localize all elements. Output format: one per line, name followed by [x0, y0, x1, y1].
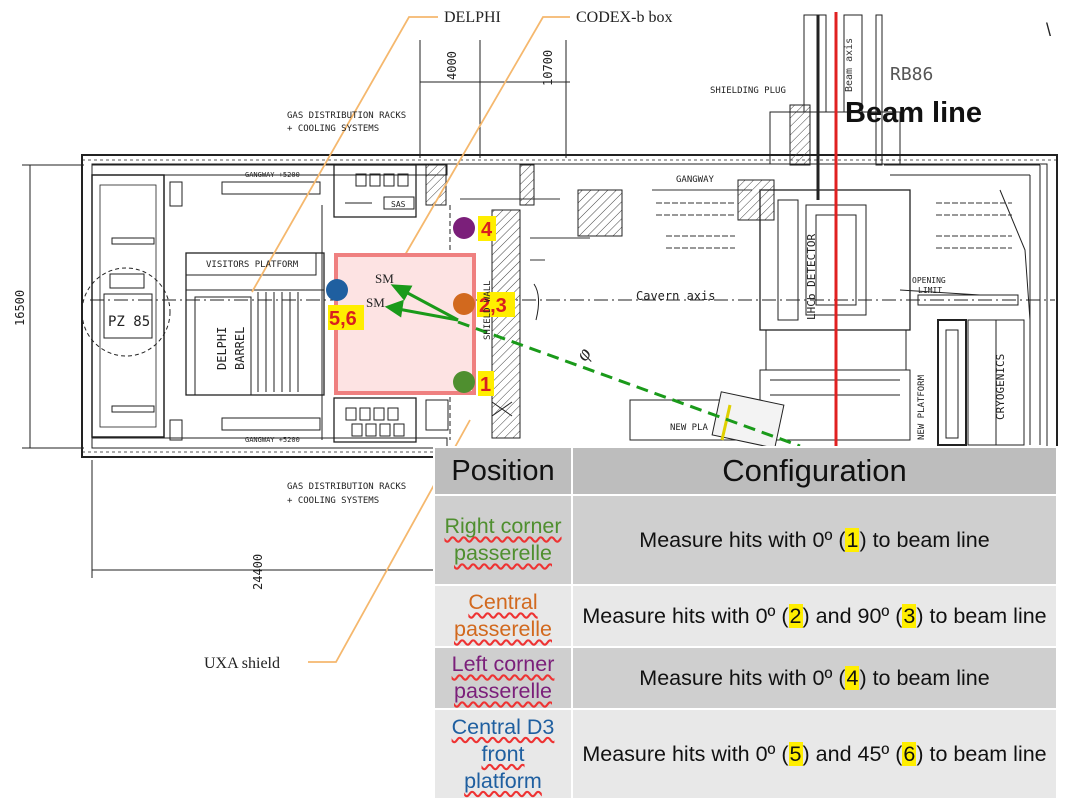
phi-dashed-line	[457, 320, 801, 448]
left-structures	[81, 164, 513, 449]
label-new-platform-bottom: NEW PLA	[670, 423, 709, 433]
label-dim-24400: 24400	[251, 554, 265, 590]
label-opening-limit-1: OPENING	[912, 276, 946, 285]
label-cavern-axis: Cavern axis	[636, 289, 715, 303]
label-codex-b-box: CODEX-b box	[576, 9, 672, 26]
position-dot-5-6	[326, 279, 348, 301]
position-number-highlight: 5	[788, 741, 803, 766]
label-gangway-bottom: GANGWAY +5200	[245, 436, 300, 444]
table-row: Central passerelle Measure hits with 0º (…	[433, 584, 1058, 648]
label-delphi-barrel-1: DELPHI	[215, 327, 229, 370]
table-row: Left corner passerelle Measure hits with …	[433, 646, 1058, 710]
badge-4: 4	[481, 219, 493, 241]
configuration-text: ) and 45º (	[802, 741, 903, 766]
label-pz85: PZ 85	[108, 314, 150, 330]
label-dim-4000: 4000	[445, 51, 459, 80]
position-name: Right corner passerelle	[444, 514, 562, 565]
configuration-text: ) to beam line	[916, 603, 1047, 628]
label-phi: φ	[572, 344, 596, 366]
configuration-text: Measure hits with 0º (	[639, 527, 846, 552]
position-name: Central D3 front platform	[451, 714, 555, 793]
badge-1-bg	[478, 371, 494, 396]
position-number-highlight: 2	[788, 603, 803, 628]
header-position: Position	[433, 446, 573, 496]
label-delphi-barrel-2: BARREL	[233, 327, 247, 370]
label-sm-lower: SM	[366, 295, 385, 310]
badge-5-6: 5,6	[329, 308, 357, 330]
configuration-cell: Measure hits with 0º (2) and 90º (3) to …	[571, 584, 1058, 648]
configuration-cell: Measure hits with 0º (4) to beam line	[571, 646, 1058, 710]
position-number-highlight: 3	[902, 603, 917, 628]
position-number-highlight: 1	[845, 527, 860, 552]
position-name: Left corner passerelle	[451, 652, 555, 703]
position-dot-4	[453, 217, 475, 239]
label-sm-upper: SM	[375, 271, 394, 286]
phi-angle-arc	[533, 283, 540, 321]
badge-5-6-bg	[328, 305, 364, 330]
label-rb86: RB86	[890, 64, 933, 85]
table-header-row: Position Configuration	[433, 446, 1058, 496]
position-cell: Left corner passerelle	[433, 646, 573, 710]
label-gas-racks-top-1: GAS DISTRIBUTION RACKS	[287, 111, 406, 121]
position-dot-2-3	[453, 293, 475, 315]
label-uxa-shield: UXA shield	[204, 655, 280, 672]
configuration-text: Measure hits with 0º (	[582, 603, 789, 628]
configuration-text: Measure hits with 0º (	[639, 665, 846, 690]
label-beam-line: Beam line	[845, 97, 982, 129]
position-cell: Central passerelle	[433, 584, 573, 648]
label-gas-racks-top-2: + COOLING SYSTEMS	[287, 124, 379, 134]
label-dim-16500: 16500	[13, 290, 27, 326]
position-cell: Right corner passerelle	[433, 494, 573, 586]
cavern-walls	[81, 154, 1058, 458]
label-shielding-plug: SHIELDING PLUG	[710, 86, 786, 96]
header-configuration: Configuration	[571, 446, 1058, 496]
sm-arrows	[384, 284, 459, 322]
leader-lines	[251, 16, 570, 663]
badge-2-3-bg	[477, 292, 515, 317]
position-number-highlight: 4	[845, 665, 860, 690]
position-name: Central passerelle	[454, 590, 552, 641]
position-number-highlight: 6	[902, 741, 917, 766]
label-visitors-platform: VISITORS PLATFORM	[206, 260, 299, 270]
configuration-text: ) to beam line	[859, 527, 990, 552]
label-gas-racks-bottom-2: + COOLING SYSTEMS	[287, 496, 379, 506]
configuration-cell: Measure hits with 0º (5) and 45º (6) to …	[571, 708, 1058, 800]
position-dot-1	[453, 371, 475, 393]
configuration-text: ) to beam line	[916, 741, 1047, 766]
label-tick-mark: \	[1046, 20, 1051, 40]
label-delphi: DELPHI	[444, 9, 501, 26]
label-new-platform-right: NEW PLATFORM	[917, 374, 927, 440]
rail-tracks	[460, 189, 1012, 261]
position-cell: Central D3 front platform	[433, 708, 573, 800]
badge-4-bg	[478, 216, 496, 241]
label-beam-axis: Beam axis	[844, 38, 855, 92]
configuration-text: ) to beam line	[859, 665, 990, 690]
configuration-text: Measure hits with 0º (	[582, 741, 789, 766]
badge-2-3: 2,3	[479, 295, 507, 317]
label-lhcb-detector: LHCb DETECTOR	[805, 234, 818, 320]
configuration-cell: Measure hits with 0º (1) to beam line	[571, 494, 1058, 586]
label-gas-racks-bottom-1: GAS DISTRIBUTION RACKS	[287, 482, 406, 492]
label-shield-wall: SHIELD WALL	[483, 280, 493, 340]
label-opening-limit-2: LIMIT	[918, 286, 942, 295]
label-sas: SAS	[391, 200, 406, 209]
label-gangway-right: GANGWAY	[676, 175, 715, 185]
label-cryogenics: CRYOGENICS	[994, 354, 1007, 420]
badge-1: 1	[480, 374, 491, 396]
label-gangway-top: GANGWAY +5200	[245, 171, 300, 179]
configuration-table: Position Configuration Right corner pass…	[433, 446, 1058, 800]
label-dim-10700: 10700	[541, 50, 555, 86]
configuration-text: ) and 90º (	[802, 603, 903, 628]
shield-wall-hatched	[425, 104, 811, 439]
